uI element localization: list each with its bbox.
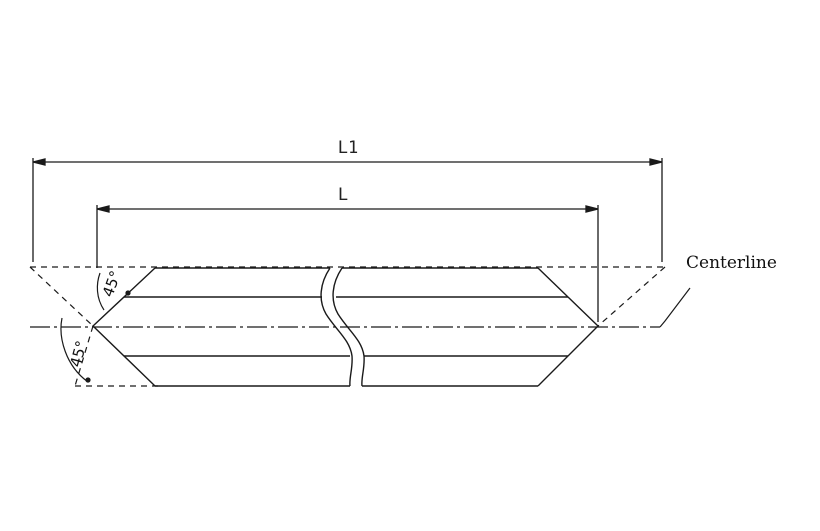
upper-angle-arc bbox=[96, 272, 105, 311]
l1-arrow-right bbox=[649, 158, 663, 166]
left-upper-dashed bbox=[29, 266, 94, 327]
l-arrow-left bbox=[96, 205, 110, 213]
centerline bbox=[30, 287, 691, 328]
drill-body-left bbox=[91, 267, 353, 387]
left-break-line bbox=[320, 267, 353, 387]
l1-label: L1 bbox=[338, 138, 358, 158]
centerline-leader bbox=[659, 287, 691, 328]
drill-body-right bbox=[332, 267, 599, 387]
l1-arrow-left bbox=[32, 158, 46, 166]
centerline-label: Centerline bbox=[686, 253, 777, 273]
overall-length-dimension bbox=[32, 158, 663, 262]
upper-angle-label: 45° bbox=[99, 268, 125, 299]
angle-marks bbox=[60, 272, 131, 383]
construction-lines bbox=[29, 266, 666, 387]
lower-angle-arc bbox=[60, 317, 89, 383]
lower-angle-label: 45° bbox=[66, 339, 90, 369]
right-upper-dashed bbox=[597, 266, 666, 327]
length-dimension bbox=[96, 205, 599, 322]
left-tip-outline bbox=[91, 267, 156, 387]
upper-angle-dot bbox=[125, 290, 131, 296]
lower-angle-dot bbox=[85, 377, 91, 383]
right-tip-outline bbox=[537, 267, 599, 387]
l-label: L bbox=[338, 185, 348, 205]
l-arrow-right bbox=[585, 205, 599, 213]
right-break-line bbox=[332, 267, 365, 387]
